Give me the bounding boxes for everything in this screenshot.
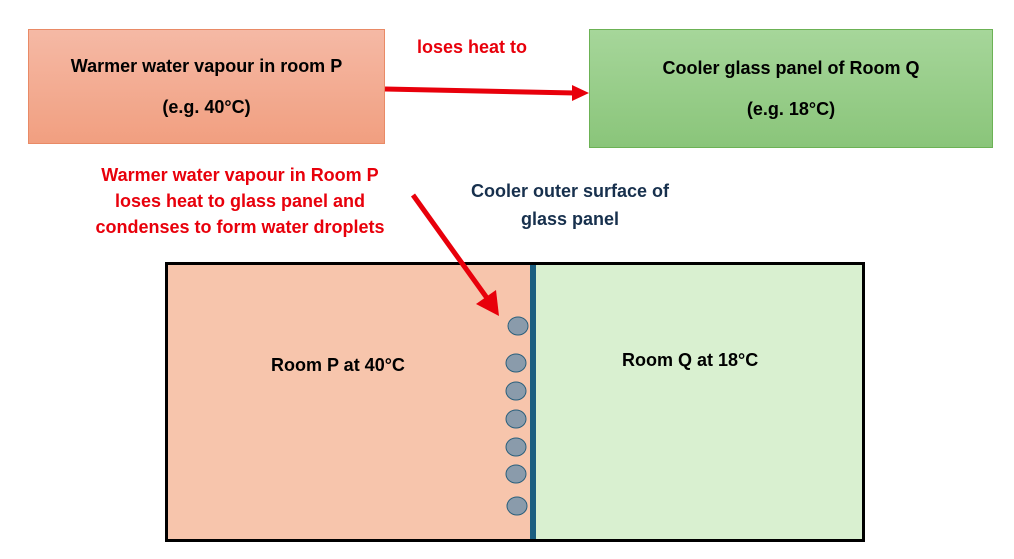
water-droplet	[505, 437, 527, 457]
room-q-label: Room Q at 18°C	[622, 350, 759, 370]
cool-glass-temp: (e.g. 18°C)	[746, 98, 836, 119]
note-line: glass panel	[520, 209, 620, 229]
heat-arrow	[384, 85, 589, 101]
condensation-arrow	[410, 193, 499, 316]
warm-vapour-temp: (e.g. 40°C)	[162, 96, 251, 117]
warm-vapour-title: Warmer water vapour in room P	[70, 55, 343, 76]
note-line: Cooler outer surface of	[470, 181, 670, 201]
glass-panel	[530, 265, 536, 539]
cool-glass-box: Cooler glass panel of Room Q (e.g. 18°C)	[589, 29, 993, 148]
water-droplet	[506, 496, 528, 516]
room-p-label: Room P at 40°C	[271, 355, 405, 375]
note-line: loses heat to glass panel and	[114, 191, 366, 211]
water-droplet	[505, 409, 527, 429]
note-line: Warmer water vapour in Room P	[101, 165, 379, 185]
condensation-note: Warmer water vapour in Room P loses heat…	[60, 162, 420, 240]
note-line: condenses to form water droplets	[95, 217, 385, 237]
water-droplet	[505, 464, 527, 484]
rooms-diagram: Room P at 40°C Room Q at 18°C	[165, 262, 865, 542]
room-q: Room Q at 18°C	[536, 265, 862, 539]
warm-vapour-box: Warmer water vapour in room P (e.g. 40°C…	[28, 29, 385, 144]
glass-surface-note: Cooler outer surface of glass panel	[440, 177, 700, 233]
loses-heat-label: loses heat to	[417, 37, 528, 57]
water-droplet	[505, 381, 527, 401]
water-droplet	[505, 353, 527, 373]
room-p: Room P at 40°C	[168, 265, 530, 539]
cool-glass-title: Cooler glass panel of Room Q	[662, 57, 920, 78]
water-droplet	[507, 316, 529, 336]
